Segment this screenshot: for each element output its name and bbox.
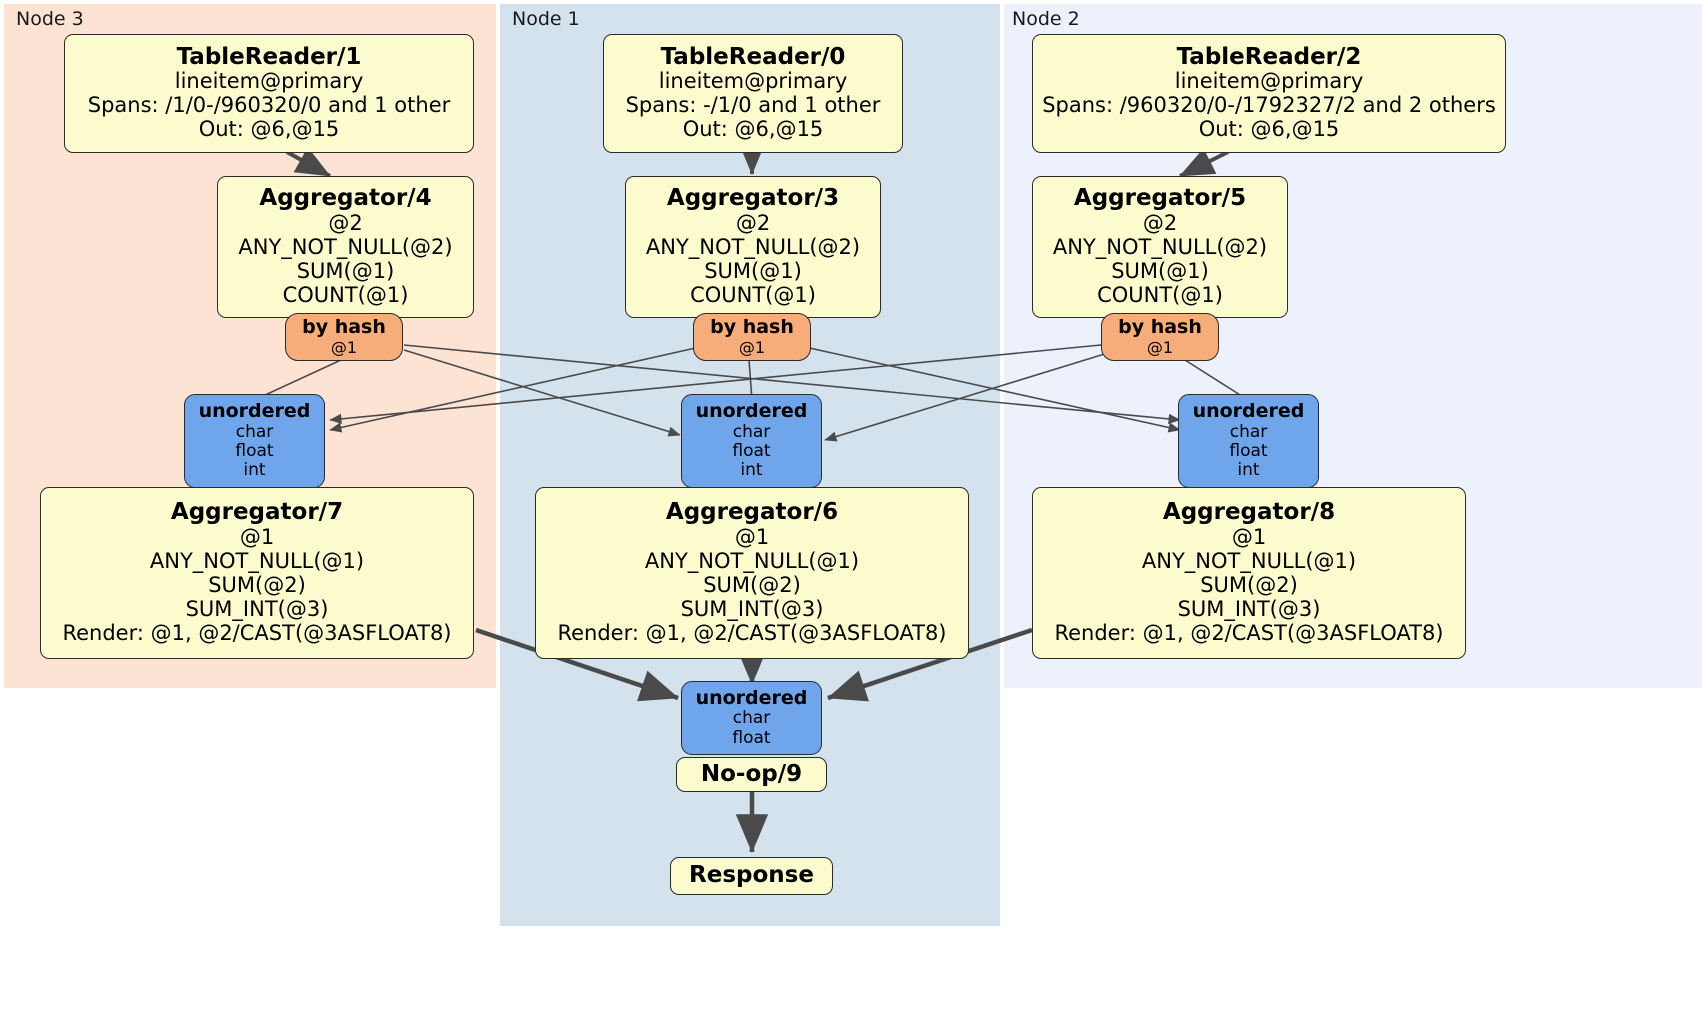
node-detail-line: float <box>235 440 274 461</box>
hash-router-node3[interactable]: by hash @1 <box>285 313 403 361</box>
node-region-label-node2: Node 2 <box>1012 8 1080 30</box>
processor-aggregator-3[interactable]: Aggregator/3 @2 ANY_NOT_NULL(@2) SUM(@1)… <box>625 176 881 318</box>
node-title: unordered <box>695 686 808 709</box>
unordered-synchronizer-node3[interactable]: unordered char float int <box>184 394 325 488</box>
node-detail-line: SUM_INT(@3) <box>1177 596 1321 621</box>
unordered-synchronizer-node1[interactable]: unordered char float int <box>681 394 822 488</box>
node-detail-line: @1 <box>1146 337 1174 357</box>
node-detail-line: @1 <box>738 337 766 357</box>
node-detail-line: Spans: -/1/0 and 1 other <box>625 93 881 118</box>
node-detail-line: ANY_NOT_NULL(@1) <box>149 548 365 573</box>
node-detail-line: ANY_NOT_NULL(@2) <box>645 234 861 259</box>
processor-tablereader-2[interactable]: TableReader/2 lineitem@primary Spans: /9… <box>1032 34 1506 153</box>
node-title: unordered <box>1192 400 1305 423</box>
node-region-label-node3: Node 3 <box>16 8 84 30</box>
node-title: unordered <box>198 400 311 423</box>
node-detail-line: char <box>732 421 771 442</box>
node-detail-line: lineitem@primary <box>658 69 848 94</box>
node-detail-line: float <box>732 440 771 461</box>
node-detail-line: SUM(@2) <box>208 572 306 597</box>
node-title: TableReader/1 <box>176 43 362 70</box>
node-detail-line: SUM(@2) <box>703 572 801 597</box>
node-detail-line: SUM(@1) <box>296 258 395 283</box>
hash-router-node1[interactable]: by hash @1 <box>693 313 811 361</box>
node-detail-line: ANY_NOT_NULL(@2) <box>1052 234 1268 259</box>
node-title: unordered <box>695 400 808 423</box>
node-title: Aggregator/8 <box>1162 499 1336 526</box>
node-title: Aggregator/7 <box>170 499 344 526</box>
processor-response[interactable]: Response <box>670 857 833 895</box>
node-title: by hash <box>1118 316 1202 339</box>
node-detail-line: @2 <box>1142 211 1178 235</box>
node-title: Aggregator/6 <box>665 499 839 526</box>
node-detail-line: Render: @1, @2/CAST(@3ASFLOAT8) <box>1054 620 1444 645</box>
hash-router-node2[interactable]: by hash @1 <box>1101 313 1219 361</box>
node-detail-line: SUM(@1) <box>704 258 802 283</box>
processor-aggregator-7[interactable]: Aggregator/7 @1 ANY_NOT_NULL(@1) SUM(@2)… <box>40 487 474 659</box>
node-title: Aggregator/3 <box>666 185 840 212</box>
node-title: by hash <box>710 316 794 339</box>
node-title: No-op/9 <box>700 760 803 787</box>
node-detail-line: ANY_NOT_NULL(@1) <box>644 548 860 573</box>
node-detail-line: Render: @1, @2/CAST(@3ASFLOAT8) <box>557 620 947 645</box>
node-title: TableReader/2 <box>1176 43 1362 70</box>
node-detail-line: @1 <box>330 337 358 357</box>
node-title: Aggregator/5 <box>1073 185 1247 212</box>
processor-aggregator-6[interactable]: Aggregator/6 @1 ANY_NOT_NULL(@1) SUM(@2)… <box>535 487 969 659</box>
node-title: TableReader/0 <box>660 43 846 70</box>
processor-aggregator-8[interactable]: Aggregator/8 @1 ANY_NOT_NULL(@1) SUM(@2)… <box>1032 487 1466 659</box>
node-detail-line: SUM(@2) <box>1200 572 1298 597</box>
node-detail-line: char <box>732 708 771 729</box>
node-detail-line: COUNT(@1) <box>1097 282 1223 307</box>
node-detail-line: int <box>740 460 763 481</box>
processor-aggregator-4[interactable]: Aggregator/4 @2 ANY_NOT_NULL(@2) SUM(@1)… <box>217 176 474 318</box>
node-detail-line: Out: @6,@15 <box>1198 117 1340 142</box>
node-detail-line: @1 <box>239 525 275 550</box>
node-detail-line: Spans: /1/0-/960320/0 and 1 other <box>87 93 451 118</box>
node-detail-line: @1 <box>1231 525 1267 550</box>
node-detail-line: ANY_NOT_NULL(@1) <box>1141 548 1357 573</box>
node-detail-line: lineitem@primary <box>174 69 364 94</box>
node-detail-line: SUM_INT(@3) <box>680 596 824 621</box>
node-detail-line: Out: @6,@15 <box>682 117 824 142</box>
node-detail-line: Render: @1, @2/CAST(@3ASFLOAT8) <box>62 620 452 645</box>
node-detail-line: float <box>1229 440 1268 461</box>
node-detail-line: char <box>235 421 274 442</box>
processor-tablereader-0[interactable]: TableReader/0 lineitem@primary Spans: -/… <box>603 34 903 153</box>
processor-noop-9[interactable]: No-op/9 <box>676 757 827 792</box>
node-detail-line: int <box>1237 460 1260 481</box>
node-detail-line: SUM(@1) <box>1111 258 1209 283</box>
processor-aggregator-5[interactable]: Aggregator/5 @2 ANY_NOT_NULL(@2) SUM(@1)… <box>1032 176 1288 318</box>
node-detail-line: ANY_NOT_NULL(@2) <box>238 234 453 259</box>
node-detail-line: lineitem@primary <box>1174 69 1364 94</box>
node-detail-line: COUNT(@1) <box>282 282 409 307</box>
unordered-synchronizer-final[interactable]: unordered char float <box>681 681 822 755</box>
unordered-synchronizer-node2[interactable]: unordered char float int <box>1178 394 1319 488</box>
processor-tablereader-1[interactable]: TableReader/1 lineitem@primary Spans: /1… <box>64 34 474 153</box>
node-detail-line: Out: @6,@15 <box>198 117 340 142</box>
node-detail-line: COUNT(@1) <box>690 282 816 307</box>
node-detail-line: char <box>1229 421 1268 442</box>
node-detail-line: @2 <box>328 211 363 235</box>
node-region-label-node1: Node 1 <box>512 8 580 30</box>
node-detail-line: @1 <box>734 525 770 550</box>
node-detail-line: float <box>732 727 771 748</box>
node-title: by hash <box>302 316 386 339</box>
node-detail-line: Spans: /960320/0-/1792327/2 and 2 others <box>1042 93 1496 118</box>
node-detail-line: @2 <box>735 211 771 235</box>
node-title: Response <box>689 862 814 889</box>
node-detail-line: SUM_INT(@3) <box>185 596 329 621</box>
node-title: Aggregator/4 <box>259 185 432 212</box>
node-detail-line: int <box>243 460 266 481</box>
